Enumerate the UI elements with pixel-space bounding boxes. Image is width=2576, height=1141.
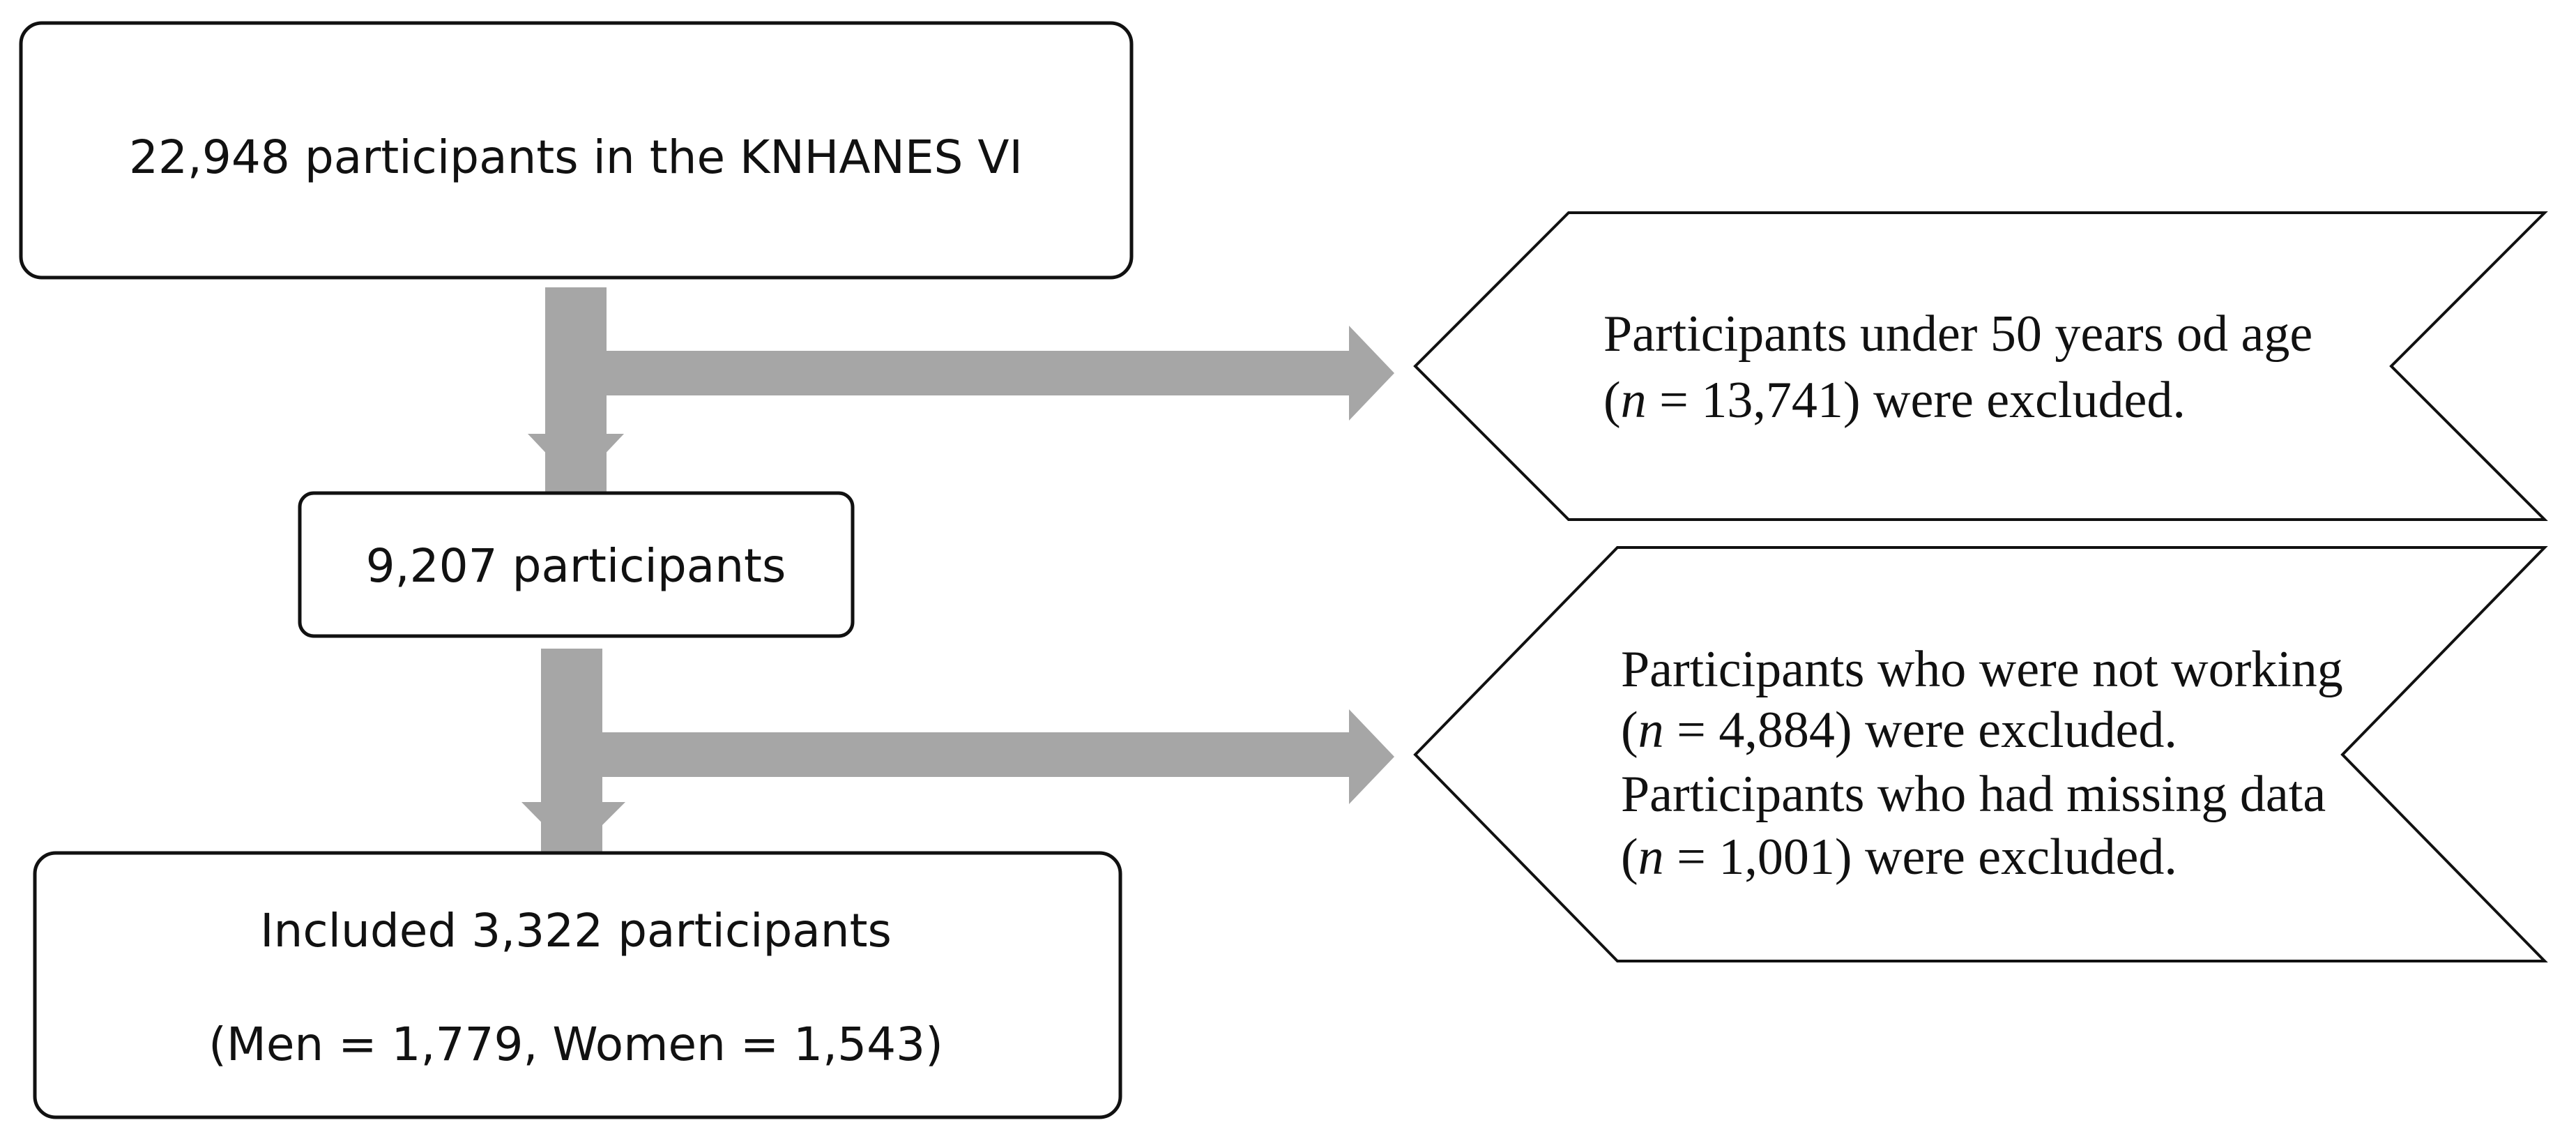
- missing-data-n-symbol: n: [1638, 829, 1664, 886]
- work-exclusion-line2: (n = 4,884) were excluded.: [1621, 702, 2177, 759]
- age-filtered-box: 9,207 participants: [298, 491, 855, 638]
- age-exclusion-chevron: [1413, 211, 2548, 521]
- flow-arrow-1: [528, 287, 624, 497]
- exclusion-arrow-2-head: [1349, 709, 1394, 804]
- exclusion-arrow-1-head: [1349, 326, 1394, 421]
- missing-data-line1: Participants who had missing data: [1621, 766, 2326, 823]
- work-exclusion-n-symbol: n: [1638, 702, 1664, 759]
- age-exclusion-line1: Participants under 50 years od age: [1603, 305, 2312, 363]
- missing-data-line2: (n = 1,001) were excluded.: [1621, 829, 2177, 886]
- work-exclusion-line1: Participants who were not working: [1621, 641, 2343, 698]
- total-participants-text: 22,948 participants in the KNHANES VI: [129, 130, 1023, 184]
- exclusion-arrow-2-shaft: [597, 732, 1354, 777]
- work-exclusion-chevron: [1413, 546, 2548, 962]
- missing-data-count: = 1,001) were excluded.: [1664, 829, 2177, 886]
- total-participants-box: 22,948 participants in the KNHANES VI: [19, 21, 1134, 280]
- exclusion-arrow-2: [597, 709, 1394, 804]
- flow-arrow-2-head: [521, 802, 625, 854]
- included-count-text: Included 3,322 participants: [260, 904, 892, 958]
- age-exclusion-count: = 13,741) were excluded.: [1647, 372, 2186, 429]
- flow-arrow-1-head: [528, 434, 624, 485]
- age-exclusion-panel: Participants under 50 years od age (n = …: [1413, 211, 2548, 521]
- exclusion-arrow-1-shaft: [601, 351, 1354, 395]
- exclusion-arrow-1: [601, 326, 1394, 421]
- included-participants-box: Included 3,322 participants (Men = 1,779…: [33, 851, 1122, 1119]
- work-exclusion-panel: Participants who were not working (n = 4…: [1413, 546, 2548, 962]
- included-sex-breakdown-text: (Men = 1,779, Women = 1,543): [208, 1018, 943, 1071]
- age-filtered-text: 9,207 participants: [366, 539, 786, 593]
- work-exclusion-count: = 4,884) were excluded.: [1664, 702, 2177, 759]
- age-exclusion-n-symbol: n: [1621, 372, 1647, 429]
- flow-arrow-2: [521, 649, 625, 858]
- age-exclusion-line2: (n = 13,741) were excluded.: [1603, 372, 2186, 429]
